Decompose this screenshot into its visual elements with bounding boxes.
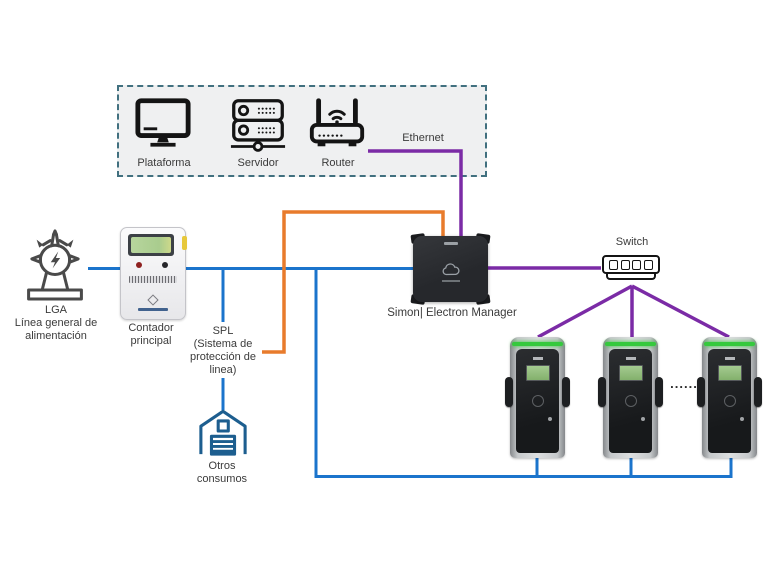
line-switch-to-charger1 — [537, 284, 633, 339]
meter-black-button — [162, 262, 168, 268]
charger-logo — [625, 357, 636, 360]
charger-connector-left — [598, 377, 606, 407]
server-label: Servidor — [237, 157, 279, 169]
lga-label: LGA Línea general de alimentación — [6, 304, 106, 343]
charger-screen — [525, 365, 550, 381]
charger-screen — [618, 365, 643, 381]
meter-device — [120, 227, 187, 320]
manager-label: Simon| Electron Manager — [387, 307, 517, 319]
lga-subtitle-line1: Línea general de — [14, 317, 98, 329]
charger-connector-right — [562, 377, 570, 407]
switch-port — [609, 259, 619, 270]
switch-tray — [606, 274, 656, 280]
switch-body — [602, 255, 660, 274]
others-label: Otros consumos — [182, 460, 262, 486]
meter-label-line2: principal — [130, 335, 172, 347]
manager-device — [410, 233, 491, 305]
router-icon — [309, 98, 365, 147]
meter-label: Contador principal — [111, 322, 191, 348]
switch-icon — [602, 255, 662, 283]
manager-logo — [443, 242, 458, 245]
charger-screen — [717, 365, 742, 381]
line-switch-to-charger3 — [631, 284, 730, 339]
power-supply-icon — [27, 229, 83, 301]
charger-emblem — [624, 395, 637, 407]
monitor-icon — [135, 98, 191, 147]
platform-label: Plataforma — [137, 157, 191, 169]
garage-icon — [199, 409, 247, 456]
line-spl-to-manager — [262, 210, 445, 354]
ev-charger — [697, 337, 762, 458]
spl-label: SPL (Sistema de protección de linea) — [176, 325, 270, 377]
charger-connector-right — [655, 377, 663, 407]
line-ethernet — [368, 149, 463, 237]
lga-title: LGA — [44, 304, 67, 316]
charger-connector-right — [754, 377, 762, 407]
switch-label: Switch — [615, 236, 649, 248]
others-label-line2: consumos — [196, 473, 248, 485]
spl-label-line3: protección de — [189, 351, 257, 363]
charger-logo — [532, 357, 543, 360]
ethernet-label: Ethernet — [402, 132, 444, 144]
others-label-line1: Otros — [208, 460, 236, 472]
charger-connector-left — [697, 377, 705, 407]
charger-front-panel — [609, 349, 652, 453]
switch-port — [632, 259, 642, 270]
manager-sub-text — [441, 280, 460, 282]
charger-led-strip — [704, 342, 755, 346]
meter-display-bezel — [128, 234, 174, 256]
meter-brand-text — [138, 308, 168, 311]
charger-button — [740, 417, 744, 421]
lga-subtitle-line2: alimentación — [25, 330, 87, 342]
ev-charger — [598, 337, 663, 458]
meter-barcode — [129, 276, 177, 283]
charger-emblem — [531, 395, 544, 407]
charger-button — [641, 417, 645, 421]
cloud-icon — [442, 263, 459, 276]
charger-logo — [724, 357, 735, 360]
charger-connector-left — [505, 377, 513, 407]
ev-charger — [505, 337, 570, 458]
line-charger-feeder — [314, 268, 733, 478]
charger-front-panel — [708, 349, 751, 453]
more-chargers-ellipsis: ...... — [670, 376, 698, 391]
spl-label-line1: SPL — [212, 325, 234, 337]
charger-emblem — [723, 395, 736, 407]
spl-label-line4: linea) — [209, 364, 237, 376]
spl-label-line2: (Sistema de — [193, 338, 253, 350]
meter-lcd — [131, 237, 171, 253]
meter-label-line1: Contador — [128, 322, 174, 334]
charger-led-strip — [605, 342, 656, 346]
charger-led-strip — [512, 342, 563, 346]
switch-port — [643, 259, 653, 270]
manager-body — [413, 236, 488, 302]
meter-red-button — [136, 262, 142, 268]
server-icon — [230, 99, 286, 152]
charger-front-panel — [516, 349, 559, 453]
router-label: Router — [321, 157, 355, 169]
switch-port — [620, 259, 630, 270]
meter-side-button — [182, 236, 187, 250]
charger-button — [548, 417, 552, 421]
meter-logo — [147, 294, 159, 306]
